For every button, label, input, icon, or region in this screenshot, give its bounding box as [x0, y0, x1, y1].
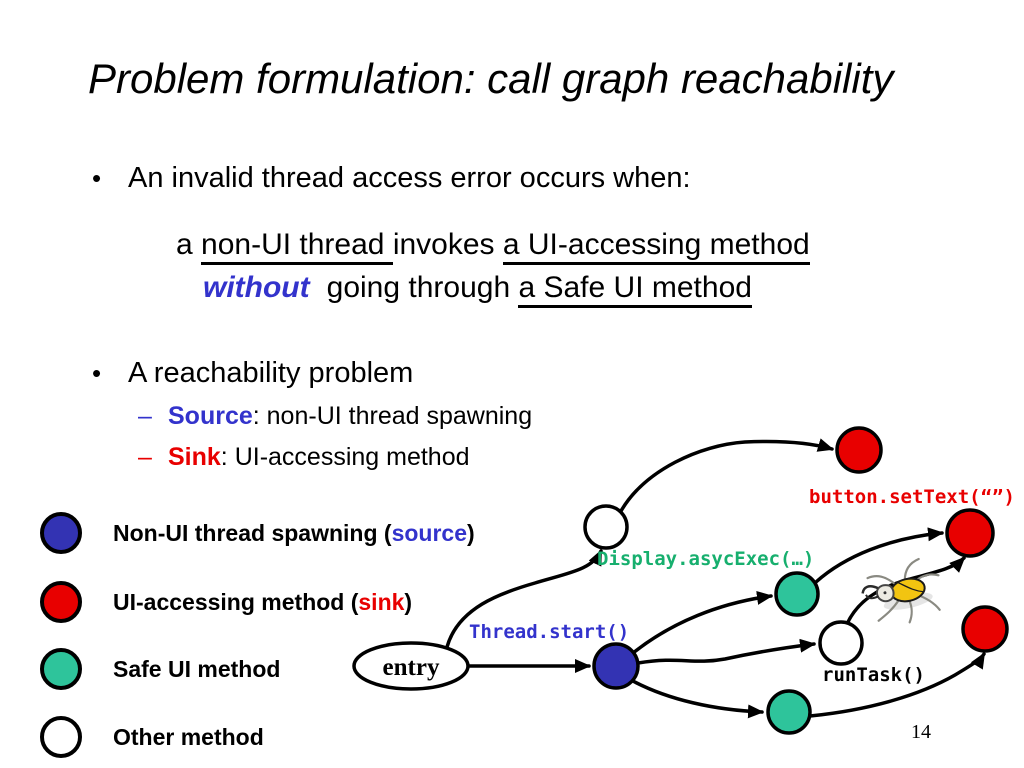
def-l1-underline-1: non-UI thread	[201, 228, 393, 265]
legend-label: UI-accessing method (sink)	[113, 589, 412, 616]
sub-bullet-source: –Source: non-UI thread spawning	[138, 402, 532, 431]
thread-spawn-node	[592, 642, 640, 690]
ui-access-node-top	[835, 426, 883, 474]
legend-em: source	[391, 519, 467, 546]
legend-label: Safe UI method	[113, 656, 280, 683]
red-circle-icon	[40, 581, 82, 623]
other-method-node	[583, 504, 629, 550]
legend-label: Other method	[113, 724, 264, 751]
legend-item-other: Other method	[40, 714, 264, 760]
def-l1-underline-2: a UI-accessing method	[502, 228, 810, 265]
def-l2-underline: a Safe UI method	[518, 271, 752, 308]
button-settext-label: button.setText(“”)	[809, 486, 1015, 508]
dash-icon: –	[138, 443, 152, 471]
def-l1-b: invokes	[392, 228, 503, 261]
legend-item-safe-ui: Safe UI method	[40, 646, 280, 692]
definition-line-1: a non-UI thread invokes a UI-accessing m…	[176, 228, 810, 265]
bullet-dot: •	[92, 358, 102, 388]
legend-pre: UI-accessing method (	[113, 588, 359, 615]
runtask-node	[818, 620, 864, 666]
legend-item-source: Non-UI thread spawning (source)	[40, 510, 475, 556]
entry-node	[352, 641, 470, 691]
display-asycexec-label: Display.asycExec(…)	[597, 548, 814, 570]
without-word: without	[203, 271, 310, 304]
sink-rest: : UI-accessing method	[220, 443, 470, 471]
white-circle-icon	[40, 716, 82, 758]
source-rest: : non-UI thread spawning	[252, 402, 533, 430]
legend-em: sink	[358, 588, 405, 615]
ui-access-node-mid	[945, 508, 995, 558]
source-term: Source	[168, 402, 253, 430]
green-circle-icon	[40, 648, 82, 690]
sub-bullet-sink: –Sink: UI-accessing method	[138, 443, 470, 472]
safe-ui-node-top	[774, 571, 820, 617]
edge-spawn-to-runtask	[636, 638, 816, 665]
legend-label: Non-UI thread spawning (source)	[113, 520, 475, 547]
bullet1-text: An invalid thread access error occurs wh…	[128, 162, 691, 194]
sink-term: Sink	[168, 443, 221, 471]
bullet-reachability: • A reachability problem	[92, 357, 413, 390]
bullet-dot: •	[92, 163, 102, 193]
legend-pre: Safe UI method	[113, 655, 281, 682]
ui-access-node-bottom	[961, 605, 1009, 653]
definition-line-2: without going through a Safe UI method	[203, 271, 752, 308]
edge-safe-bot-to-sink-bot	[808, 652, 986, 718]
legend-post: )	[467, 519, 475, 546]
def-l2-mid: going through	[326, 271, 519, 304]
legend-pre: Other method	[113, 723, 264, 750]
edge-other-top-to-sink-top	[619, 438, 834, 513]
legend-post: )	[404, 588, 413, 615]
edge-entry-to-other-top	[445, 549, 603, 649]
page-number: 14	[911, 721, 931, 743]
entry-node-label: entry	[383, 654, 440, 681]
slide-title: Problem formulation: call graph reachabi…	[88, 55, 894, 102]
edge-spawn-to-safe-bot	[629, 678, 764, 719]
bullet2-text: A reachability problem	[128, 357, 414, 389]
thread-start-label: Thread.start()	[469, 621, 629, 643]
legend-item-sink: UI-accessing method (sink)	[40, 579, 412, 625]
blue-circle-icon	[40, 512, 82, 554]
legend-pre: Non-UI thread spawning (	[113, 519, 392, 546]
call-graph-content: entry Thread.start() Display.asycExec(…) bu…	[352, 426, 1015, 735]
safe-ui-node-bottom	[766, 689, 812, 735]
edge-spawn-to-safe-top	[631, 590, 773, 655]
bug-icon	[861, 557, 941, 624]
bullet-invalid-thread: • An invalid thread access error occurs w…	[92, 162, 691, 195]
runtask-label: runTask()	[822, 664, 925, 686]
def-l1-a: a	[176, 228, 202, 261]
edge-safe-top-to-sink-mid	[814, 527, 944, 584]
dash-icon: –	[138, 402, 152, 430]
